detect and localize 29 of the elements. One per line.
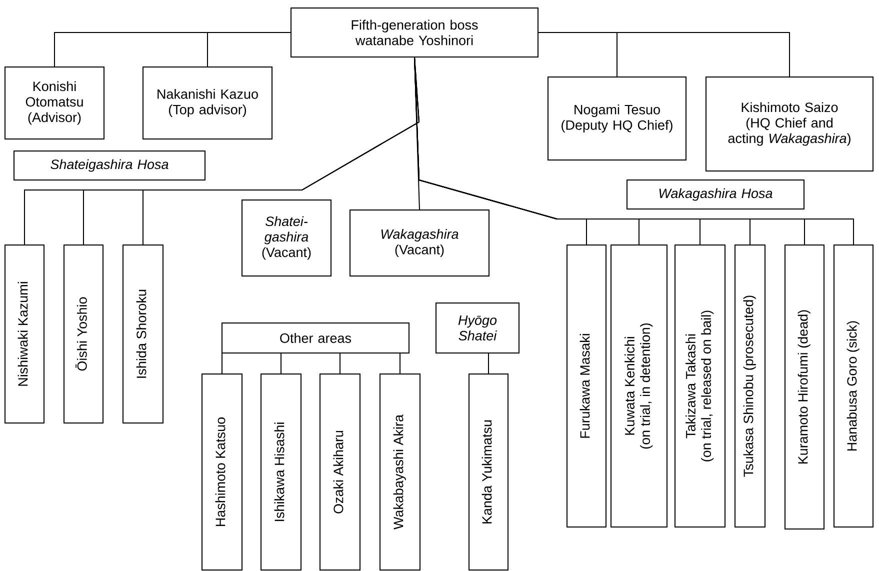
person-box: Wakabayashi Akira [380, 374, 420, 570]
group-heading-box: Shateigashira Hosa [14, 150, 206, 180]
connector-line [488, 353, 489, 374]
person-box: Ishida Shoroku [122, 244, 164, 424]
person-box: Kishimoto Saizo (HQ Chief and acting Wakagashira) [706, 76, 874, 172]
group-heading-box: Hyōgo Shatei [436, 302, 520, 354]
person-box: Tsukasa Shinobu (prosecuted) [734, 244, 766, 528]
group-heading-box: Wakagashira Hosa [626, 180, 804, 210]
group-heading-box: Other areas [222, 322, 410, 354]
person-box: Konishi Otomatsu (Advisor) [4, 66, 104, 140]
connector-line [280, 353, 282, 374]
person-box: Nogami Tesuo (Deputy HQ Chief) [548, 76, 686, 160]
person-box: Ishikawa Hisashi [260, 374, 302, 570]
person-box: Takizawa Takashi (on trial, released on bail) [674, 244, 726, 528]
person-box: Kuwata Kenkichi (on trial, in detention) [610, 244, 668, 528]
position-box: Wakagashira (Vacant) [350, 210, 490, 276]
person-box: Ozaki Akiharu [320, 374, 360, 570]
person-box: Nakanishi Kazuo (Top advisor) [142, 66, 272, 140]
person-box: Hashimoto Katsuo [202, 374, 242, 570]
person-box: Hanabusa Goro (sick) [834, 244, 874, 528]
person-box: Furukawa Masaki [566, 244, 606, 528]
person-box: Kuramoto Hirofumi (dead) [784, 244, 824, 530]
connector-line [538, 32, 790, 77]
position-box: Shatei-gashira (Vacant) [242, 200, 332, 276]
person-box: Fifth-generation boss watanabe Yoshinori [290, 8, 538, 58]
person-box: Ōishi Yoshio [64, 244, 104, 424]
person-box: Kanda Yukimatsu [468, 374, 508, 570]
connector-line [207, 32, 291, 67]
person-box: Nishiwaki Kazumi [4, 244, 44, 424]
